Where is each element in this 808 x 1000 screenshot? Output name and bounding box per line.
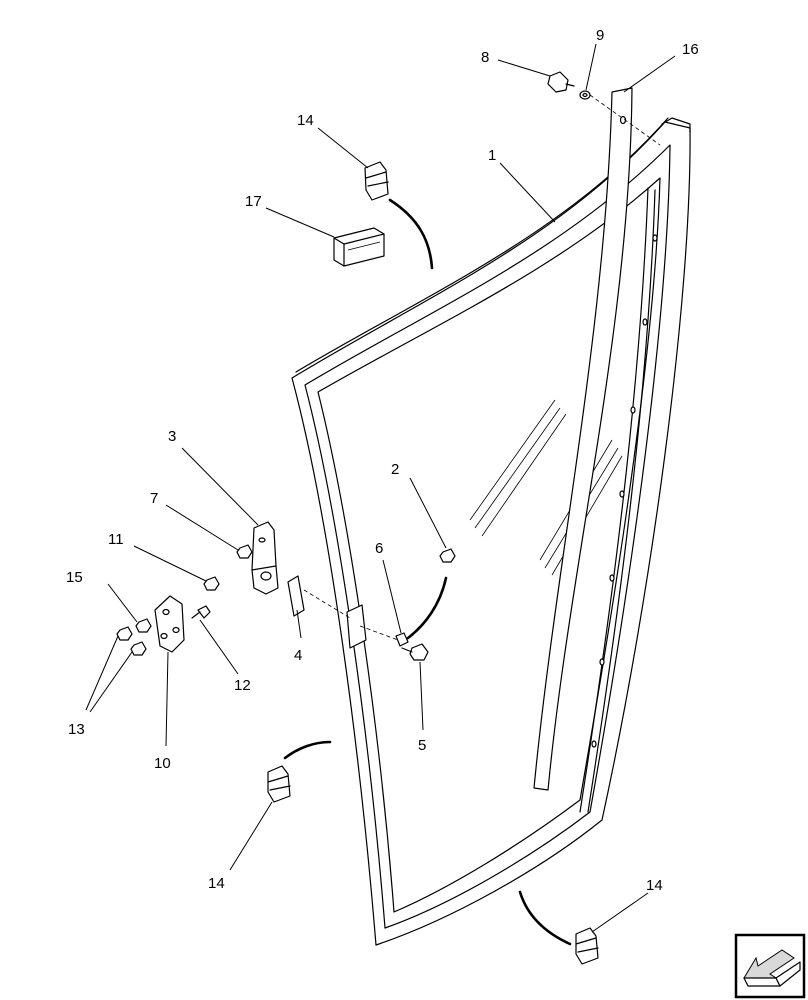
arrow-icon — [743, 949, 801, 987]
callout-15: 15 — [66, 569, 83, 586]
nut-part-15 — [135, 618, 152, 633]
callout-9: 9 — [596, 27, 604, 44]
callout-3: 3 — [168, 428, 176, 445]
door-glass-frame — [291, 117, 691, 946]
assembly-arcs — [283, 198, 572, 946]
callout-8: 8 — [481, 49, 489, 66]
pad-part-17 — [333, 227, 385, 267]
washer-part-9 — [579, 90, 591, 100]
callout-14-bottom: 14 — [646, 877, 663, 894]
callout-6: 6 — [375, 540, 383, 557]
clip-part-14-top — [364, 161, 389, 201]
leader-lines — [85, 43, 676, 933]
callout-10: 10 — [154, 755, 171, 772]
callout-2: 2 — [391, 461, 399, 478]
callout-4: 4 — [294, 647, 302, 664]
bolt-part-11 — [203, 576, 220, 591]
nut-part-13-a — [116, 626, 133, 641]
callout-5: 5 — [418, 737, 426, 754]
callout-14-top: 14 — [297, 112, 314, 129]
seal-strip — [533, 87, 661, 791]
bushing-part-6 — [359, 625, 409, 647]
bolt-part-5 — [401, 643, 429, 661]
nut-part-13-b — [130, 641, 147, 656]
nut-part-7 — [236, 544, 253, 559]
latch-plate-part-10 — [154, 595, 185, 653]
bolt-part-8 — [547, 71, 575, 93]
hinge-part-3 — [251, 521, 279, 595]
frame-holes — [591, 234, 658, 748]
plate-part-4 — [287, 575, 351, 619]
nav-arrow-button[interactable] — [734, 933, 806, 999]
nut-part-2 — [439, 548, 456, 563]
callout-labels: 1 2 3 4 5 6 7 8 9 10 11 12 13 14 14 14 1… — [66, 27, 699, 894]
callout-7: 7 — [150, 490, 158, 507]
callout-1: 1 — [488, 147, 496, 164]
callout-14-middle: 14 — [208, 875, 225, 892]
callout-13: 13 — [68, 721, 85, 738]
clip-part-14-middle — [267, 765, 291, 803]
callout-12: 12 — [234, 677, 251, 694]
screw-part-12 — [191, 605, 211, 619]
clip-part-14-bottom — [575, 927, 599, 965]
callout-11: 11 — [108, 531, 124, 548]
callout-17: 17 — [245, 193, 262, 210]
callout-16: 16 — [682, 41, 699, 58]
